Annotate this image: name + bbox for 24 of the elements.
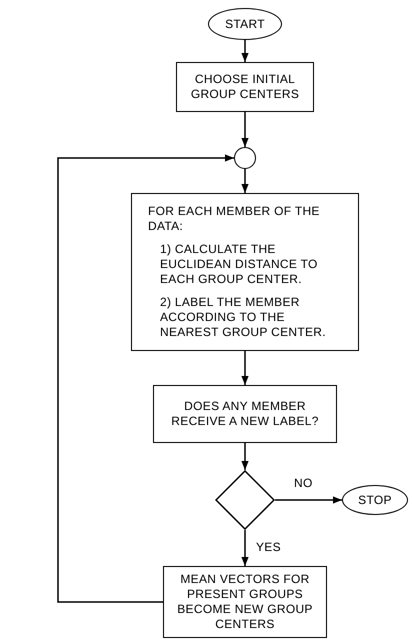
process-box	[131, 193, 359, 351]
node-text: START	[225, 16, 265, 32]
node-text: 1) CALCULATE THE EUCLIDEAN DISTANCE TO EACH GROUP CENTER.	[159, 242, 319, 287]
arrow	[241, 351, 249, 385]
node-text: DOES ANY MEMBER RECEIVE A NEW LABEL?	[170, 399, 320, 429]
node-text: MEAN VECTORS FOR PRESENT GROUPS BECOME NEW GROUP CENTERS	[176, 572, 314, 632]
arrow	[241, 169, 249, 193]
edge-label: YES	[254, 540, 283, 554]
process-box	[163, 566, 327, 638]
arrow	[241, 112, 249, 147]
arrow	[241, 40, 249, 62]
decision-diamond	[215, 470, 275, 530]
node-text: FOR EACH MEMBER OF THE DATA:	[148, 204, 321, 234]
arrow	[275, 496, 342, 504]
process-box	[176, 62, 314, 112]
node-text: 2) LABEL THE MEMBER ACCORDING TO THE NEAREST GROUP CENTER.	[159, 295, 327, 340]
arrow	[57, 154, 234, 603]
node-text: CHOOSE INITIAL GROUP CENTERS	[190, 72, 300, 102]
node-text: STOP	[358, 492, 392, 508]
connector-circle	[234, 147, 256, 169]
arrow	[241, 530, 249, 566]
edge-label: NO	[292, 476, 315, 490]
arrow	[241, 443, 249, 470]
process-box	[153, 385, 337, 443]
